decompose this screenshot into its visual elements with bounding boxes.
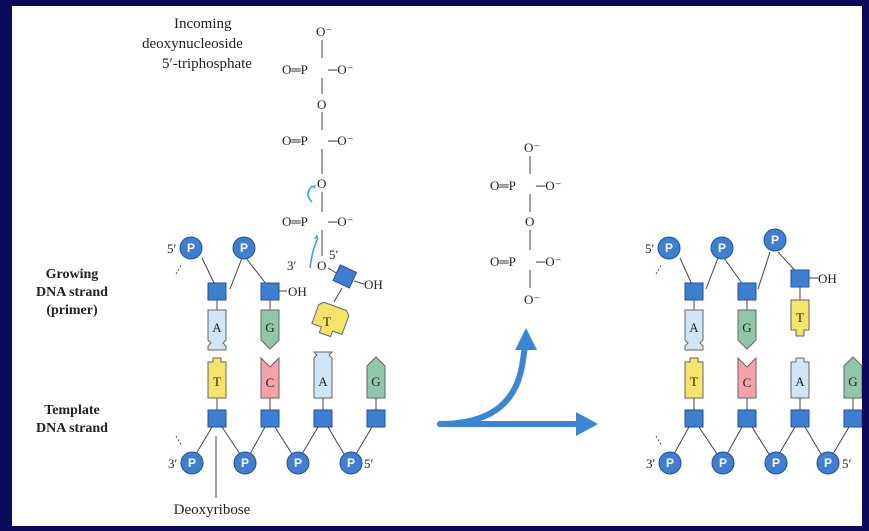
- phosphate-right-1: [657, 236, 681, 260]
- slide: Incoming deoxynucleoside 5′-triphosphate…: [12, 6, 862, 526]
- o-alpha: O: [317, 258, 326, 273]
- oh-primer: OH: [288, 284, 307, 299]
- p2-left: O═P: [282, 133, 308, 148]
- svg-text:T: T: [323, 314, 331, 329]
- svg-text:P: P: [718, 241, 726, 255]
- left-dna: 5′ P P 3′ OH 5′ OH T A G T C: [167, 236, 386, 475]
- label-incoming-3: 5′-triphosphate: [162, 56, 252, 72]
- phosphate-template-4: [339, 451, 363, 475]
- svg-text:G: G: [742, 320, 751, 335]
- svg-text:T: T: [690, 374, 698, 389]
- label-template-1: Template: [44, 403, 99, 418]
- svg-text:A: A: [795, 374, 805, 389]
- svg-text:P: P: [241, 456, 249, 470]
- phosphate-right-new: [763, 228, 787, 252]
- base-a-primer: [207, 309, 227, 351]
- svg-text:P: P: [294, 456, 302, 470]
- svg-text:P: P: [824, 456, 832, 470]
- svg-text:G: G: [848, 374, 857, 389]
- sugar-top-1: [207, 282, 227, 301]
- svg-text:P: P: [772, 456, 780, 470]
- label-growing-3: (primer): [46, 303, 98, 318]
- o-minus-top: O⁻: [316, 24, 332, 39]
- label-template-2: DNA strand: [36, 421, 108, 436]
- svg-text:G: G: [371, 374, 380, 389]
- svg-text:P: P: [188, 456, 196, 470]
- svg-text:G: G: [265, 320, 274, 335]
- reaction-arrow: [437, 328, 598, 436]
- svg-text:5′: 5′: [842, 456, 852, 471]
- svg-text:A: A: [689, 320, 699, 335]
- svg-text:P: P: [347, 456, 355, 470]
- sugar-top-2: [260, 282, 280, 301]
- svg-text:T: T: [213, 374, 221, 389]
- base-t-incoming: [311, 301, 350, 338]
- base-g-primer: [260, 309, 280, 350]
- o-bridge-2: O: [317, 176, 326, 191]
- phosphate-template-3: [286, 451, 310, 475]
- svg-text:─O⁻: ─O⁻: [535, 254, 561, 269]
- svg-text:P: P: [719, 456, 727, 470]
- svg-text:C: C: [743, 375, 752, 390]
- svg-text:O═P: O═P: [490, 254, 516, 269]
- label-incoming-2: deoxynucleoside: [142, 36, 243, 52]
- sugar-template-2: [260, 409, 280, 428]
- svg-text:A: A: [318, 374, 328, 389]
- phosphate-top-1: [179, 236, 203, 260]
- o-bridge-1: O: [317, 97, 326, 112]
- three-prime-oh-left: 3′: [287, 258, 297, 273]
- svg-text:─O⁻: ─O⁻: [535, 178, 561, 193]
- p1-left: O═P: [282, 62, 308, 77]
- svg-text:T: T: [796, 310, 804, 325]
- p3-left: O═P: [282, 214, 308, 229]
- five-prime-top-left: 5′: [167, 241, 177, 256]
- sugar-template-3: [313, 409, 333, 428]
- svg-text:P: P: [187, 241, 195, 255]
- svg-text:P: P: [665, 241, 673, 255]
- phosphate-top-2: [232, 236, 256, 260]
- phosphate-template-1: [180, 451, 204, 475]
- svg-text:3′: 3′: [646, 456, 656, 471]
- phosphate-right-2: [710, 236, 734, 260]
- sugar-template-4: [366, 409, 386, 428]
- p1-right: ─O⁻: [327, 62, 353, 77]
- oh-product: OH: [818, 271, 837, 286]
- p3-right: ─O⁻: [327, 214, 353, 229]
- p2-right: ─O⁻: [327, 133, 353, 148]
- svg-text:O═P: O═P: [490, 178, 516, 193]
- label-growing-1: Growing: [46, 267, 99, 282]
- svg-text:O⁻: O⁻: [524, 292, 540, 307]
- svg-text:O⁻: O⁻: [524, 140, 540, 155]
- svg-text:P: P: [240, 241, 248, 255]
- svg-text:5′: 5′: [645, 241, 655, 256]
- dna-replication-diagram: Incoming deoxynucleoside 5′-triphosphate…: [36, 16, 862, 518]
- base-c-template: [260, 356, 280, 399]
- right-dna: 5′ P P P OH A G T T C A G: [645, 228, 862, 475]
- oh-incoming: OH: [364, 277, 383, 292]
- svg-text:O: O: [525, 214, 534, 229]
- five-prime-template: 5′: [364, 456, 374, 471]
- label-incoming-1: Incoming: [174, 16, 232, 32]
- svg-text:C: C: [266, 375, 275, 390]
- phosphate-template-2: [233, 451, 257, 475]
- svg-text:P: P: [771, 233, 779, 247]
- svg-text:A: A: [212, 320, 222, 335]
- label-deoxyribose: Deoxyribose: [174, 502, 251, 518]
- sugar-incoming: [332, 264, 358, 289]
- base-t-template: [207, 357, 227, 399]
- pyrophosphate: O⁻ O═P ─O⁻ O O═P ─O⁻ O⁻: [490, 140, 561, 307]
- label-growing-2: DNA strand: [36, 285, 108, 300]
- base-g-template: [366, 356, 386, 399]
- three-prime-template: 3′: [168, 456, 178, 471]
- svg-text:P: P: [666, 456, 674, 470]
- five-prime-incoming: 5′: [329, 247, 339, 262]
- triphosphate-chain: O⁻ O═P ─O⁻ O O═P ─O⁻ O O═P ─O⁻ O: [282, 24, 353, 273]
- sugar-template-1: [207, 409, 227, 428]
